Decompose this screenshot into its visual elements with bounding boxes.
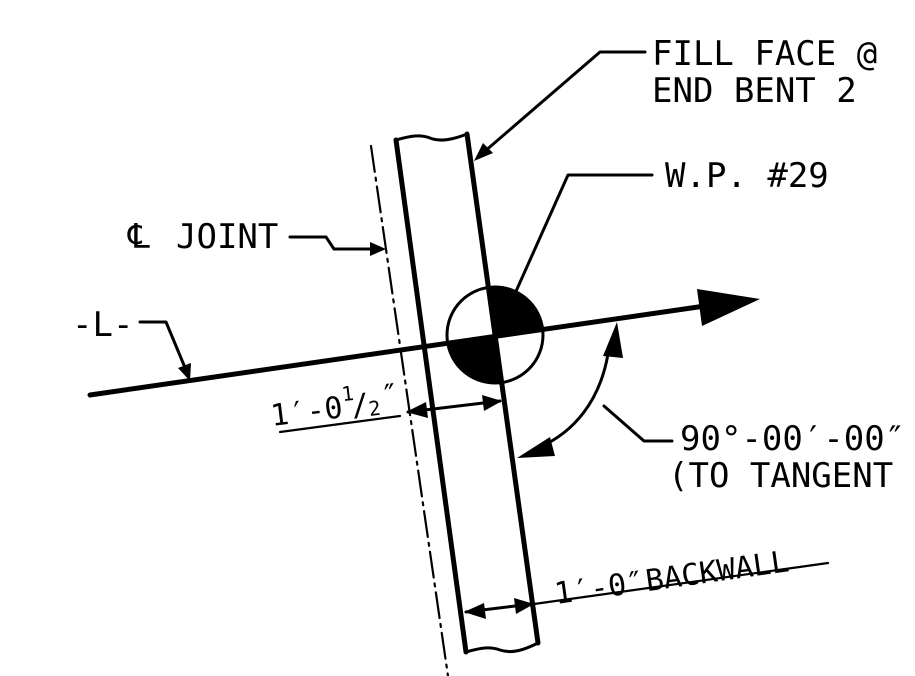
work-point-symbol <box>445 285 545 385</box>
backwall-arrow-right <box>514 598 534 614</box>
angle-dimension <box>517 322 674 458</box>
backwall-label: BACKWALL <box>643 544 791 599</box>
backwall-text-group: 1′-0″ BACKWALL <box>552 544 791 612</box>
backwall-right-edge <box>464 131 541 646</box>
joint-offset-text-group: 1′-0 1 / 2 ″ <box>269 377 402 434</box>
angle-arrow-top <box>603 322 623 358</box>
bottom-break-line <box>464 641 540 654</box>
joint-offset-text-baseline <box>278 414 402 434</box>
backwall-dimension-value: 1′-0″ <box>552 565 646 612</box>
fill-face-label-line2: END BENT 2 <box>652 71 857 111</box>
angle-label-line1: 90°-00′-00″ <box>680 419 905 459</box>
joint-offset-arrow-left <box>406 402 428 418</box>
backwall-text-baseline <box>532 561 830 606</box>
backwall-dimension <box>464 561 830 619</box>
fill-face-label-line1: FILL FACE @ <box>652 34 877 74</box>
alignment-leader <box>138 320 191 381</box>
centerline-symbol: ℄ <box>127 217 150 257</box>
fill-face-leader <box>474 50 647 161</box>
backwall-left-edge <box>393 137 469 655</box>
cl-joint-leader <box>288 235 386 256</box>
joint-offset-denominator: 2 <box>367 396 382 421</box>
cl-joint-label: JOINT <box>176 217 278 257</box>
top-break-line <box>394 132 469 142</box>
work-point-fill-lower <box>448 335 502 383</box>
joint-offset-arrow-right <box>482 395 502 411</box>
angle-leader <box>602 404 674 443</box>
backwall-strip <box>393 131 541 655</box>
joint-offset-numerator: 1 <box>340 381 355 406</box>
work-point-leader <box>511 173 654 300</box>
joint-offset-dimension <box>278 395 502 434</box>
joint-offset-inch-mark: ″ <box>379 377 401 414</box>
angle-arrow-bottom <box>517 437 555 458</box>
joint-offset-whole: 1′-0 <box>269 390 345 434</box>
backwall-arrow-left <box>464 603 486 619</box>
work-point-label: W.P. #29 <box>665 156 829 196</box>
work-point-fill-upper <box>488 287 542 335</box>
alignment-arrowhead <box>697 289 760 326</box>
alignment-label: -L- <box>72 305 133 345</box>
alignment-line <box>87 289 760 398</box>
angle-label-line2: (TO TANGENT <box>668 456 893 496</box>
joint-offset-fraction-slash: / <box>349 387 371 424</box>
